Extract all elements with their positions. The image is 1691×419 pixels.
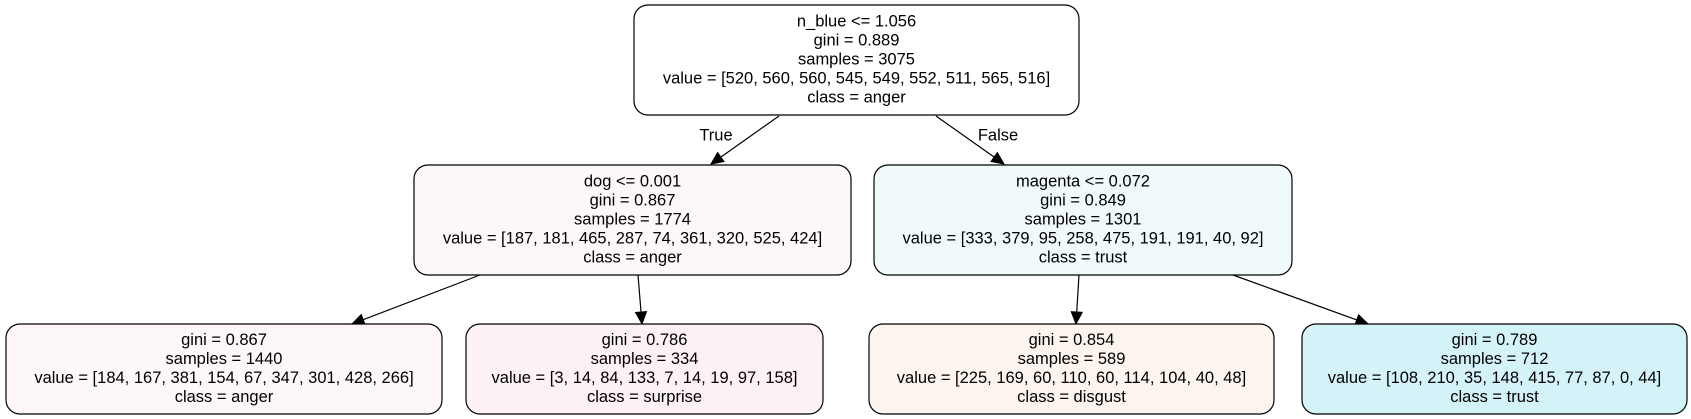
node-box: [413, 164, 852, 276]
edge-left-to-left-left: [350, 274, 481, 326]
node-text-line: samples = 589: [1018, 350, 1126, 368]
node-text-line: gini = 0.854: [1029, 331, 1115, 349]
node-text-line: samples = 1301: [1025, 210, 1142, 228]
node-text-line: class = surprise: [587, 388, 702, 406]
edge-arrowhead: [1070, 311, 1084, 326]
node-text-line: value = [333, 379, 95, 258, 475, 191, 19…: [902, 229, 1263, 247]
node-text-line: value = [184, 167, 381, 154, 67, 347, 30…: [34, 369, 413, 387]
edge-line: [362, 274, 481, 321]
node-text-line: magenta <= 0.072: [1016, 172, 1150, 190]
node-text-line: value = [520, 560, 560, 545, 549, 552, 5…: [663, 69, 1050, 87]
node-text-line: samples = 712: [1441, 350, 1549, 368]
node-text-line: gini = 0.849: [1040, 191, 1126, 209]
edge-arrowhead: [710, 151, 725, 165]
node-box: [868, 323, 1275, 415]
edge-line: [637, 274, 642, 313]
edge-arrowhead: [634, 311, 648, 326]
node-text-line: class = disgust: [1017, 388, 1126, 406]
edge-line: [935, 115, 995, 158]
node-box: [1301, 323, 1688, 415]
node-text-line: samples = 3075: [798, 50, 915, 68]
node-text-line: dog <= 0.001: [584, 172, 681, 190]
node-text-line: class = anger: [807, 88, 906, 106]
edge-root-to-left: True: [699, 115, 780, 165]
edge-left-to-left-right: [634, 274, 648, 326]
node-text-line: gini = 0.786: [602, 331, 688, 349]
node-text-line: value = [3, 14, 84, 133, 7, 14, 19, 97, …: [492, 369, 798, 387]
node-text-line: gini = 0.867: [181, 331, 267, 349]
node-text-line: value = [108, 210, 35, 148, 415, 77, 87,…: [1328, 369, 1661, 387]
edge-right-to-right-right: [1232, 274, 1370, 326]
node-text-line: value = [187, 181, 465, 287, 74, 361, 32…: [443, 229, 822, 247]
node-text-line: value = [225, 169, 60, 110, 60, 114, 104…: [897, 369, 1246, 387]
edge-arrowhead: [990, 151, 1005, 165]
node-box: [633, 4, 1080, 116]
edge-right-to-right-left: [1070, 274, 1084, 326]
edge-label: False: [978, 126, 1018, 144]
edge-line: [1076, 274, 1080, 313]
node-box: [5, 323, 443, 415]
edge-root-to-right: False: [935, 115, 1018, 165]
node-box: [873, 164, 1293, 276]
node-box: [465, 323, 824, 415]
node-text-line: samples = 1440: [166, 350, 283, 368]
edge-line: [720, 115, 780, 158]
node-text-line: gini = 0.889: [814, 31, 900, 49]
edge-arrowhead: [350, 313, 366, 326]
edge-label: True: [699, 126, 732, 144]
node-text-line: samples = 334: [591, 350, 699, 368]
node-text-line: class = trust: [1039, 248, 1128, 266]
node-text-line: samples = 1774: [574, 210, 691, 228]
node-text-line: class = anger: [175, 388, 274, 406]
node-text-line: n_blue <= 1.056: [797, 12, 916, 30]
node-text-line: gini = 0.867: [590, 191, 676, 209]
node-text-line: class = trust: [1450, 388, 1539, 406]
node-text-line: gini = 0.789: [1452, 331, 1538, 349]
edge-line: [1232, 274, 1357, 321]
node-text-line: class = anger: [583, 248, 682, 266]
